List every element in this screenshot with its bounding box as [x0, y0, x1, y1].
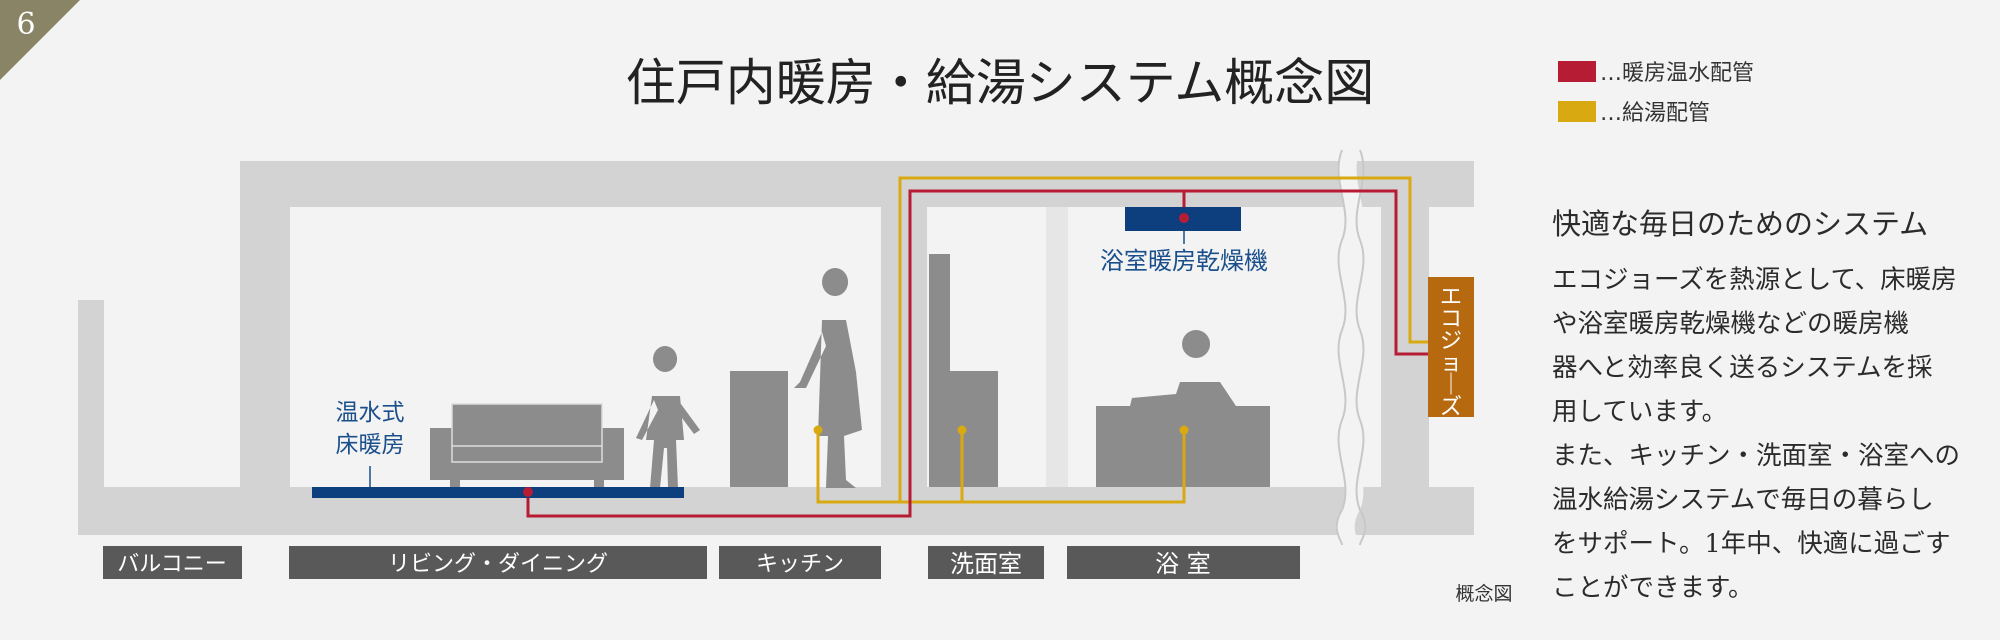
room-label-kitchen: キッチン — [756, 552, 844, 577]
kitchen-furniture — [730, 268, 862, 488]
page-corner-badge — [0, 0, 80, 80]
child-silhouette — [636, 346, 700, 488]
eco-jozu-label: エコジョ｜ズ — [1440, 285, 1462, 420]
section-break-line-left — [1335, 149, 1347, 546]
room-label-bg-kitchen — [719, 546, 881, 579]
hot-water-outlet-wash — [957, 425, 967, 435]
sofa-leg-left — [450, 478, 460, 488]
living-furniture — [430, 346, 700, 488]
sofa-back — [451, 403, 603, 463]
legend-label-heating: …暖房温水配管 — [1600, 61, 1754, 86]
hot-water-outlet-bath — [1179, 425, 1189, 435]
page-number: 6 — [16, 7, 35, 42]
description-line: をサポート。1年中、快適に過ごす — [1552, 529, 1951, 559]
legend-label-hot-water: …給湯配管 — [1600, 101, 1710, 126]
legend-swatch-hot-water — [1558, 101, 1596, 122]
description-line: 温水給湯システムで毎日の暮らし — [1552, 485, 1934, 515]
hot-water-pipe — [816, 176, 1430, 504]
eco-jozu-unit — [1428, 277, 1474, 417]
partition-bath-service — [1381, 207, 1429, 487]
description-line: また、キッチン・洗面室・浴室への — [1552, 441, 1961, 471]
room-label-bg-wash — [928, 546, 1044, 579]
bath-dryer-label: 浴室暖房乾燥機 — [1100, 247, 1268, 275]
room-labels: バルコニー リビング・ダイニング キッチン 洗面室 浴 室 — [103, 546, 1300, 579]
room-label-bg-bath — [1067, 546, 1300, 579]
legend: …暖房温水配管 …給湯配管 — [1558, 61, 1754, 126]
bath-dryer-connection — [1179, 213, 1189, 223]
room-label-balcony: バルコニー — [117, 552, 227, 577]
diagram-title: 住戸内暖房・給湯システム概念図 — [626, 54, 1375, 112]
description-line: 器へと効率良く送るシステムを採 — [1552, 353, 1933, 383]
woman-silhouette — [794, 268, 862, 488]
description-line: ことができます。 — [1552, 573, 1754, 603]
room-label-bath: 浴 室 — [1155, 550, 1211, 578]
description-line: エコジョーズを熱源として、床暖房 — [1552, 265, 1957, 295]
sofa-leg-right — [594, 478, 604, 488]
floor-heating-label-line2: 床暖房 — [336, 432, 405, 458]
room-label-living: リビング・ダイニング — [388, 552, 608, 577]
exterior-wall — [240, 161, 290, 535]
section-break-line-right — [1355, 149, 1367, 546]
section-break-mark — [1336, 150, 1364, 545]
description-body: エコジョーズを熱源として、床暖房 や浴室暖房乾燥機などの暖房機 器へと効率良く送… — [1552, 258, 1992, 610]
hot-water-outlet-kitchen — [813, 425, 823, 435]
description-panel: 快適な毎日のためのシステム エコジョーズを熱源として、床暖房 や浴室暖房乾燥機な… — [1552, 200, 1992, 610]
partition-wash-bath — [1046, 207, 1068, 487]
room-label-wash: 洗面室 — [950, 550, 1022, 578]
floor-slab — [78, 487, 1474, 535]
floor-heating-connection — [523, 487, 533, 497]
partition-kitchen-wash — [881, 207, 927, 487]
description-line: 用しています。 — [1552, 397, 1728, 427]
kitchen-counter — [730, 371, 788, 487]
description-line: や浴室暖房乾燥機などの暖房機 — [1552, 309, 1910, 339]
floor-heating-panel — [312, 487, 684, 498]
legend-swatch-heating — [1558, 61, 1596, 82]
floor-heating-label-line1: 温水式 — [336, 400, 405, 426]
bathing-person-silhouette — [1130, 330, 1236, 406]
ceiling-slab — [240, 161, 1474, 207]
room-label-bg-living — [289, 546, 707, 579]
room-label-bg-balcony — [103, 546, 242, 579]
building-section — [78, 149, 1474, 546]
concept-note: 概念図 — [1455, 582, 1512, 605]
description-heading: 快適な毎日のためのシステム — [1552, 207, 1929, 241]
